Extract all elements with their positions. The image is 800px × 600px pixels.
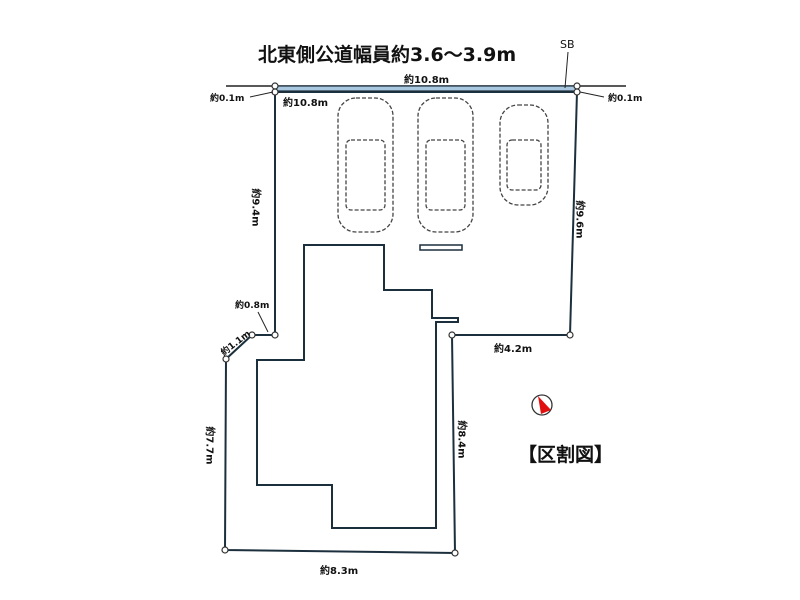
left-upper-label: 約9.4m	[249, 188, 261, 227]
left-offset-label: 約0.1m	[210, 94, 245, 104]
corner-short-label: 約0.8m	[235, 301, 270, 311]
boundary-marker	[271, 331, 279, 339]
left-lower-label: 約7.7m	[203, 426, 215, 465]
road-strip	[274, 85, 578, 92]
car-cabin	[425, 139, 466, 211]
car-outline	[417, 97, 474, 233]
bottom-label: 約8.3m	[320, 566, 359, 577]
car-outline	[499, 104, 549, 206]
right-offset-label: 約0.1m	[608, 94, 643, 104]
right-lower-label: 約8.4m	[455, 420, 467, 459]
boundary-marker	[271, 82, 279, 90]
boundary-marker	[448, 331, 456, 339]
leader-line	[564, 51, 569, 89]
plan-heading: 【区割図】	[518, 444, 614, 466]
leader-line	[579, 91, 605, 98]
boundary-marker	[248, 331, 256, 339]
car-outline	[337, 97, 394, 233]
boundary-marker	[221, 546, 229, 554]
building-outline	[256, 244, 459, 529]
road-width-title: 北東側公道幅員約3.6〜3.9m	[258, 44, 517, 66]
parking-stop	[419, 244, 463, 251]
lot-boundary	[223, 91, 579, 555]
north-edge-label: 約10.8m	[283, 98, 329, 109]
north-arrow-icon	[531, 394, 553, 416]
boundary-marker	[566, 331, 574, 339]
car-cabin	[345, 139, 386, 211]
right-upper-label: 約9.6m	[573, 200, 585, 239]
boundary-marker	[451, 549, 459, 557]
road-length-label: 約10.8m	[404, 75, 450, 86]
boundary-marker	[573, 88, 581, 96]
sb-label: SB	[560, 38, 575, 51]
boundary-marker	[573, 82, 581, 90]
boundary-marker	[222, 355, 230, 363]
leader-line	[257, 311, 269, 333]
car-cabin	[506, 139, 542, 191]
step-label: 約4.2m	[494, 344, 533, 355]
leader-line	[249, 91, 274, 98]
